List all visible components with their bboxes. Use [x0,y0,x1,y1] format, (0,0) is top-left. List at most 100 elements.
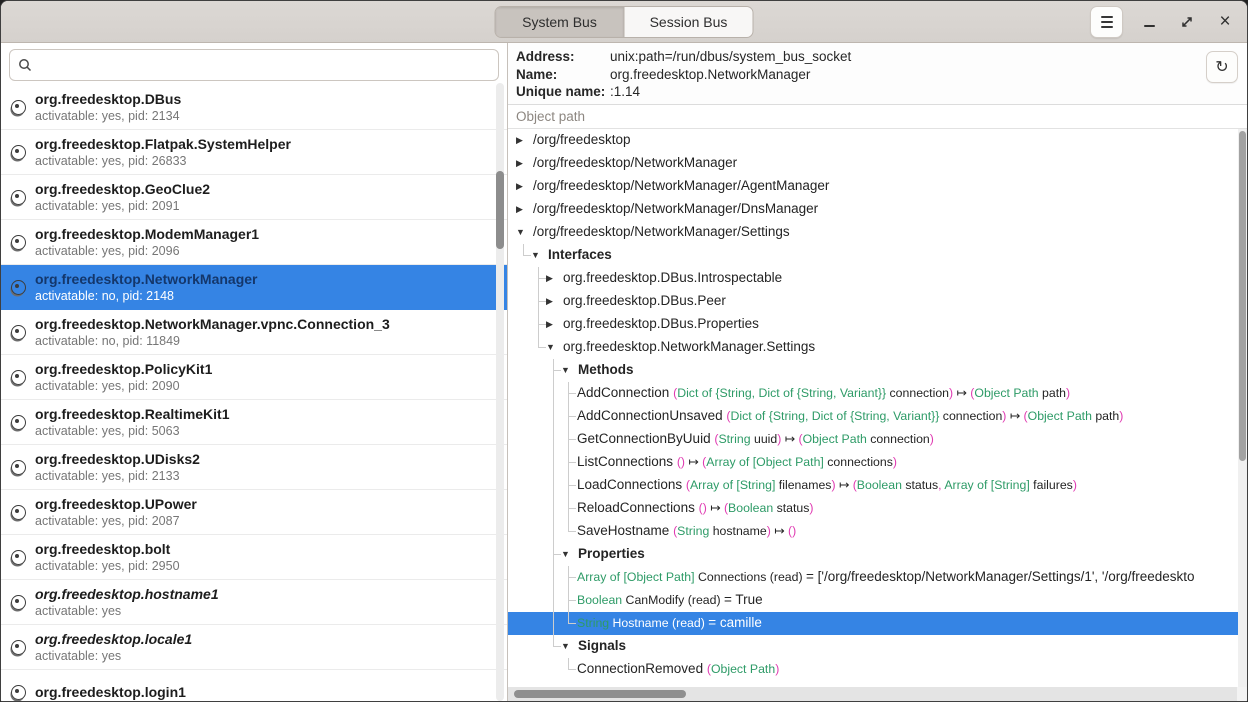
tree-guide-line [531,474,546,497]
tree-row-text: org.freedesktop.DBus.Introspectable [562,269,782,287]
bus-list-item[interactable]: org.freedesktop.PolicyKit1activatable: y… [1,355,507,400]
menu-button[interactable] [1090,6,1123,38]
header-bar: System Bus Session Bus × [1,1,1247,43]
tree-guide-line [531,612,546,635]
tree-row[interactable]: ListConnections () ↦ (Array of [Object P… [508,451,1247,474]
tree-guide-line [531,290,546,313]
tree-row[interactable]: ▶org.freedesktop.DBus.Introspectable [508,267,1247,290]
maximize-button[interactable] [1175,10,1199,34]
tree-row[interactable]: Boolean CanModify (read) = True [508,589,1247,612]
tree-row-text: Properties [577,545,645,563]
tree-guide-line [516,497,531,520]
tree-row[interactable]: AddConnectionUnsaved (Dict of {String, D… [508,405,1247,428]
bus-list-item[interactable]: org.freedesktop.hostname1activatable: ye… [1,580,507,625]
tree-row-text: /org/freedesktop/NetworkManager/Settings [532,223,790,241]
tree-guide-line [516,382,531,405]
tree-row[interactable]: ▶org.freedesktop.DBus.Peer [508,290,1247,313]
bus-activatable-detail: activatable: no, pid: 2148 [35,288,258,304]
tree-vscrollbar-thumb[interactable] [1239,131,1246,461]
tree-guide-line [531,428,546,451]
tree-row-text: GetConnectionByUuid (String uuid) ↦ (Obj… [576,430,934,448]
tree-guide-line [546,382,561,405]
bus-list-item[interactable]: org.freedesktop.NetworkManager.vpnc.Conn… [1,310,507,355]
tree-row[interactable]: Array of [Object Path] Connections (read… [508,566,1247,589]
close-button[interactable]: × [1213,10,1237,34]
tree-row[interactable]: ▼Methods [508,359,1247,382]
bus-list-item[interactable]: org.freedesktop.login1 [1,670,507,701]
expander-closed-icon[interactable]: ▶ [516,198,532,221]
tree-guide-line [546,520,561,543]
tree-row-text: /org/freedesktop/NetworkManager/AgentMan… [532,177,829,195]
bus-list-item[interactable]: org.freedesktop.ModemManager1activatable… [1,220,507,265]
tree-row[interactable]: ▶/org/freedesktop/NetworkManager/AgentMa… [508,175,1247,198]
search-box[interactable] [9,49,499,81]
tree-row[interactable]: String Hostname (read) = camille [508,612,1247,635]
sidebar-scrollbar-thumb[interactable] [496,171,504,249]
bus-list-item[interactable]: org.freedesktop.NetworkManageractivatabl… [1,265,507,310]
dbus-service-icon [11,100,26,115]
tree-row[interactable]: GetConnectionByUuid (String uuid) ↦ (Obj… [508,428,1247,451]
expander-closed-icon[interactable]: ▶ [516,152,532,175]
tree-row[interactable]: ReloadConnections () ↦ (Boolean status) [508,497,1247,520]
tree-row[interactable]: ▼Interfaces [508,244,1247,267]
tree-guide-line [516,635,531,658]
tree-row[interactable]: ▶org.freedesktop.DBus.Properties [508,313,1247,336]
tab-system-bus[interactable]: System Bus [496,7,624,37]
tree-hscrollbar-thumb[interactable] [514,690,686,698]
main-body: org.freedesktop.DBusactivatable: yes, pi… [1,43,1247,701]
bus-list-item[interactable]: org.freedesktop.locale1activatable: yes [1,625,507,670]
search-input[interactable] [38,57,490,74]
expander-closed-icon[interactable]: ▶ [546,313,562,336]
expander-closed-icon[interactable]: ▶ [516,129,532,152]
expander-open-icon[interactable]: ▼ [561,543,577,566]
tree-guide-line [531,520,546,543]
tree-guide-line [561,612,576,635]
bus-list-item[interactable]: org.freedesktop.RealtimeKit1activatable:… [1,400,507,445]
tree-row[interactable]: ▼org.freedesktop.NetworkManager.Settings [508,336,1247,359]
tree-row[interactable]: ▼Signals [508,635,1247,658]
tree-hscrollbar-track[interactable] [508,687,1237,701]
bus-list-item[interactable]: org.freedesktop.UDisks2activatable: yes,… [1,445,507,490]
bus-list-item[interactable]: org.freedesktop.Flatpak.SystemHelperacti… [1,130,507,175]
tree-guide-line [561,520,576,543]
tree-row[interactable]: ConnectionRemoved (Object Path) [508,658,1247,681]
tree-guide-line [531,658,546,681]
tree-guide-line [561,405,576,428]
expander-closed-icon[interactable]: ▶ [516,175,532,198]
expander-open-icon[interactable]: ▼ [546,336,562,359]
tree-guide-line [516,405,531,428]
dbus-service-icon [11,280,26,295]
bus-list-item[interactable]: org.freedesktop.boltactivatable: yes, pi… [1,535,507,580]
expander-open-icon[interactable]: ▼ [516,221,532,244]
unique-name-label: Unique name: [516,83,610,101]
refresh-button[interactable]: ↻ [1206,51,1238,83]
tree-row[interactable]: ▶/org/freedesktop/NetworkManager/DnsMana… [508,198,1247,221]
tree-row-text: ReloadConnections () ↦ (Boolean status) [576,499,814,517]
bus-list-item[interactable]: org.freedesktop.GeoClue2activatable: yes… [1,175,507,220]
expander-open-icon[interactable]: ▼ [561,635,577,658]
tree-row[interactable]: ▼/org/freedesktop/NetworkManager/Setting… [508,221,1247,244]
tree-row[interactable]: AddConnection (Dict of {String, Dict of … [508,382,1247,405]
dbus-service-icon [11,325,26,340]
tree-guide-line [531,405,546,428]
tree-row-text: Signals [577,637,626,655]
bus-list-item[interactable]: org.freedesktop.DBusactivatable: yes, pi… [1,85,507,130]
bus-name: org.freedesktop.Flatpak.SystemHelper [35,135,291,153]
expander-closed-icon[interactable]: ▶ [546,290,562,313]
tree-guide-line [546,359,561,382]
tree-row[interactable]: LoadConnections (Array of [String] filen… [508,474,1247,497]
tree-row[interactable]: ▶/org/freedesktop [508,129,1247,152]
tab-session-bus[interactable]: Session Bus [624,7,753,37]
expander-open-icon[interactable]: ▼ [531,244,547,267]
maximize-icon [1180,15,1194,29]
tree-row[interactable]: ▼Properties [508,543,1247,566]
bus-list-item[interactable]: org.freedesktop.UPoweractivatable: yes, … [1,490,507,535]
expander-closed-icon[interactable]: ▶ [546,267,562,290]
tree-row[interactable]: ▶/org/freedesktop/NetworkManager [508,152,1247,175]
minimize-button[interactable] [1137,10,1161,34]
expander-open-icon[interactable]: ▼ [561,359,577,382]
tree-guide-line [516,336,531,359]
tree-guide-line [531,566,546,589]
address-label: Address: [516,48,610,66]
tree-row[interactable]: SaveHostname (String hostname) ↦ () [508,520,1247,543]
